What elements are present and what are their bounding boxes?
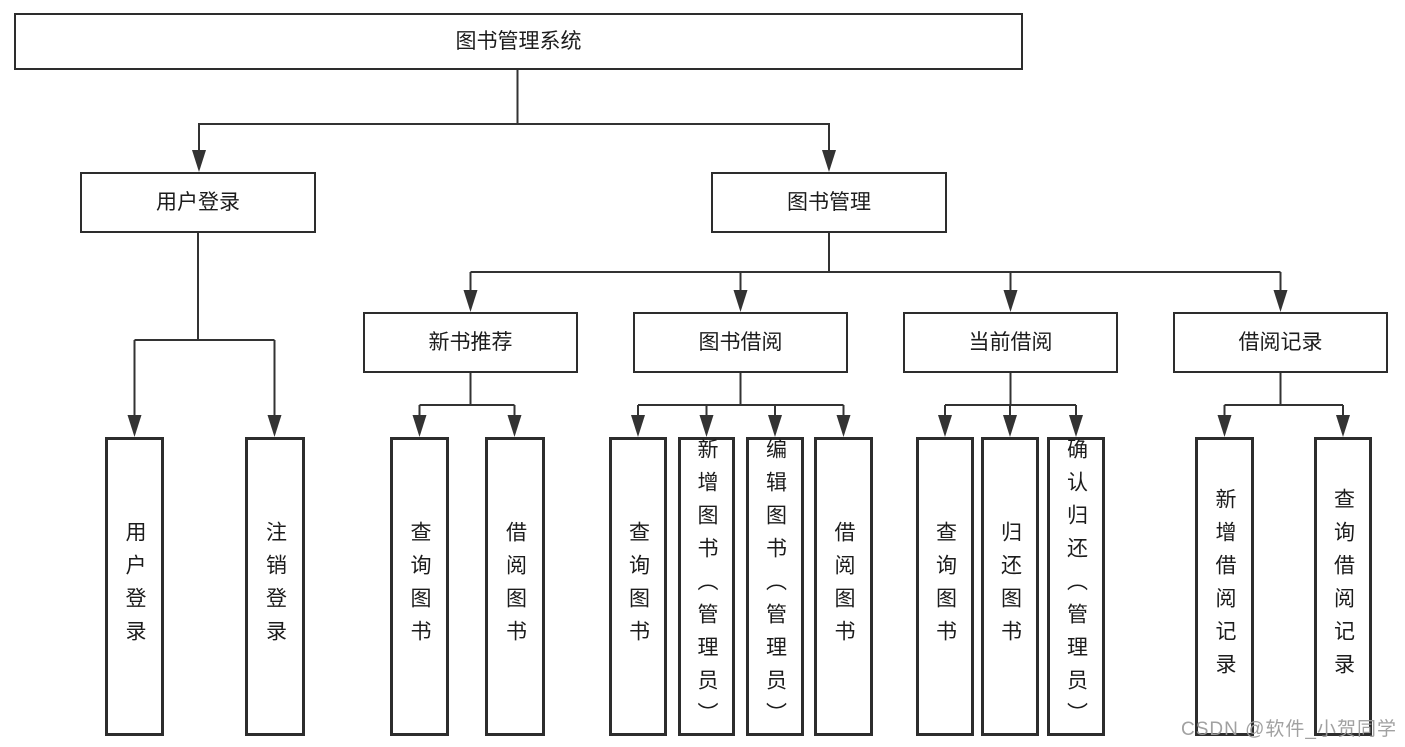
node-book-borrow-label: 图书借阅 [698, 331, 783, 354]
node-root: 图书管理系统 [14, 13, 1023, 70]
leaf-query-borrow-record: 查询借阅记录 [1314, 437, 1372, 736]
connector-user-login-to-leaves [127, 233, 282, 437]
node-root-label: 图书管理系统 [455, 30, 582, 53]
connector-root-to-level2 [192, 70, 836, 172]
connector-current-borrow-to-leaves [938, 373, 1083, 437]
leaf-borrow-books-label: 借阅图书 [832, 520, 855, 653]
leaf-query-borrow-record-label: 查询借阅记录 [1331, 487, 1355, 686]
leaf-query-books-borrow: 查询图书 [609, 437, 667, 736]
node-borrow-records-label: 借阅记录 [1238, 331, 1323, 354]
connector-new-book-to-leaves [412, 373, 522, 437]
node-new-book-recommend: 新书推荐 [363, 312, 578, 373]
leaf-query-books-current: 查询图书 [916, 437, 974, 736]
node-book-borrow: 图书借阅 [633, 312, 848, 373]
connector-borrow-records-to-leaves [1217, 373, 1350, 437]
leaf-add-book-admin-label: 新增图书（管理员） [695, 438, 718, 735]
leaf-query-books-recommend: 查询图书 [390, 437, 449, 736]
leaf-query-books-recommend-label: 查询图书 [408, 520, 431, 653]
node-book-management: 图书管理 [711, 172, 947, 233]
leaf-add-book-admin: 新增图书（管理员） [678, 437, 735, 736]
node-new-book-recommend-label: 新书推荐 [428, 331, 513, 354]
leaf-borrow-books-recommend-label: 借阅图书 [503, 520, 527, 653]
leaf-logout: 注销登录 [245, 437, 305, 736]
node-borrow-records: 借阅记录 [1173, 312, 1388, 373]
connector-book-management-to-level3 [463, 233, 1288, 312]
node-current-borrow: 当前借阅 [903, 312, 1118, 373]
leaf-return-book: 归还图书 [981, 437, 1039, 736]
leaf-confirm-return-admin: 确认归还（管理员） [1047, 437, 1105, 736]
connector-book-borrow-to-leaves [631, 373, 851, 437]
leaf-query-books-borrow-label: 查询图书 [626, 520, 650, 653]
leaf-borrow-books: 借阅图书 [814, 437, 873, 736]
leaf-borrow-books-recommend: 借阅图书 [485, 437, 545, 736]
leaf-user-login-label: 用户登录 [123, 520, 146, 653]
leaf-return-book-label: 归还图书 [998, 520, 1022, 653]
node-user-login: 用户登录 [80, 172, 316, 233]
node-user-login-label: 用户登录 [156, 191, 240, 214]
node-book-management-label: 图书管理 [787, 191, 871, 214]
leaf-logout-label: 注销登录 [263, 520, 287, 653]
leaf-add-borrow-record-label: 新增借阅记录 [1213, 487, 1236, 686]
watermark: CSDN @软件_小贺同学 [1181, 719, 1397, 740]
leaf-edit-book-admin-label: 编辑图书（管理员） [763, 438, 787, 735]
leaf-confirm-return-admin-label: 确认归还（管理员） [1064, 438, 1088, 735]
leaf-query-books-current-label: 查询图书 [933, 520, 957, 653]
leaf-user-login: 用户登录 [105, 437, 164, 736]
node-current-borrow-label: 当前借阅 [968, 331, 1053, 354]
leaf-add-borrow-record: 新增借阅记录 [1195, 437, 1254, 736]
leaf-edit-book-admin: 编辑图书（管理员） [746, 437, 804, 736]
